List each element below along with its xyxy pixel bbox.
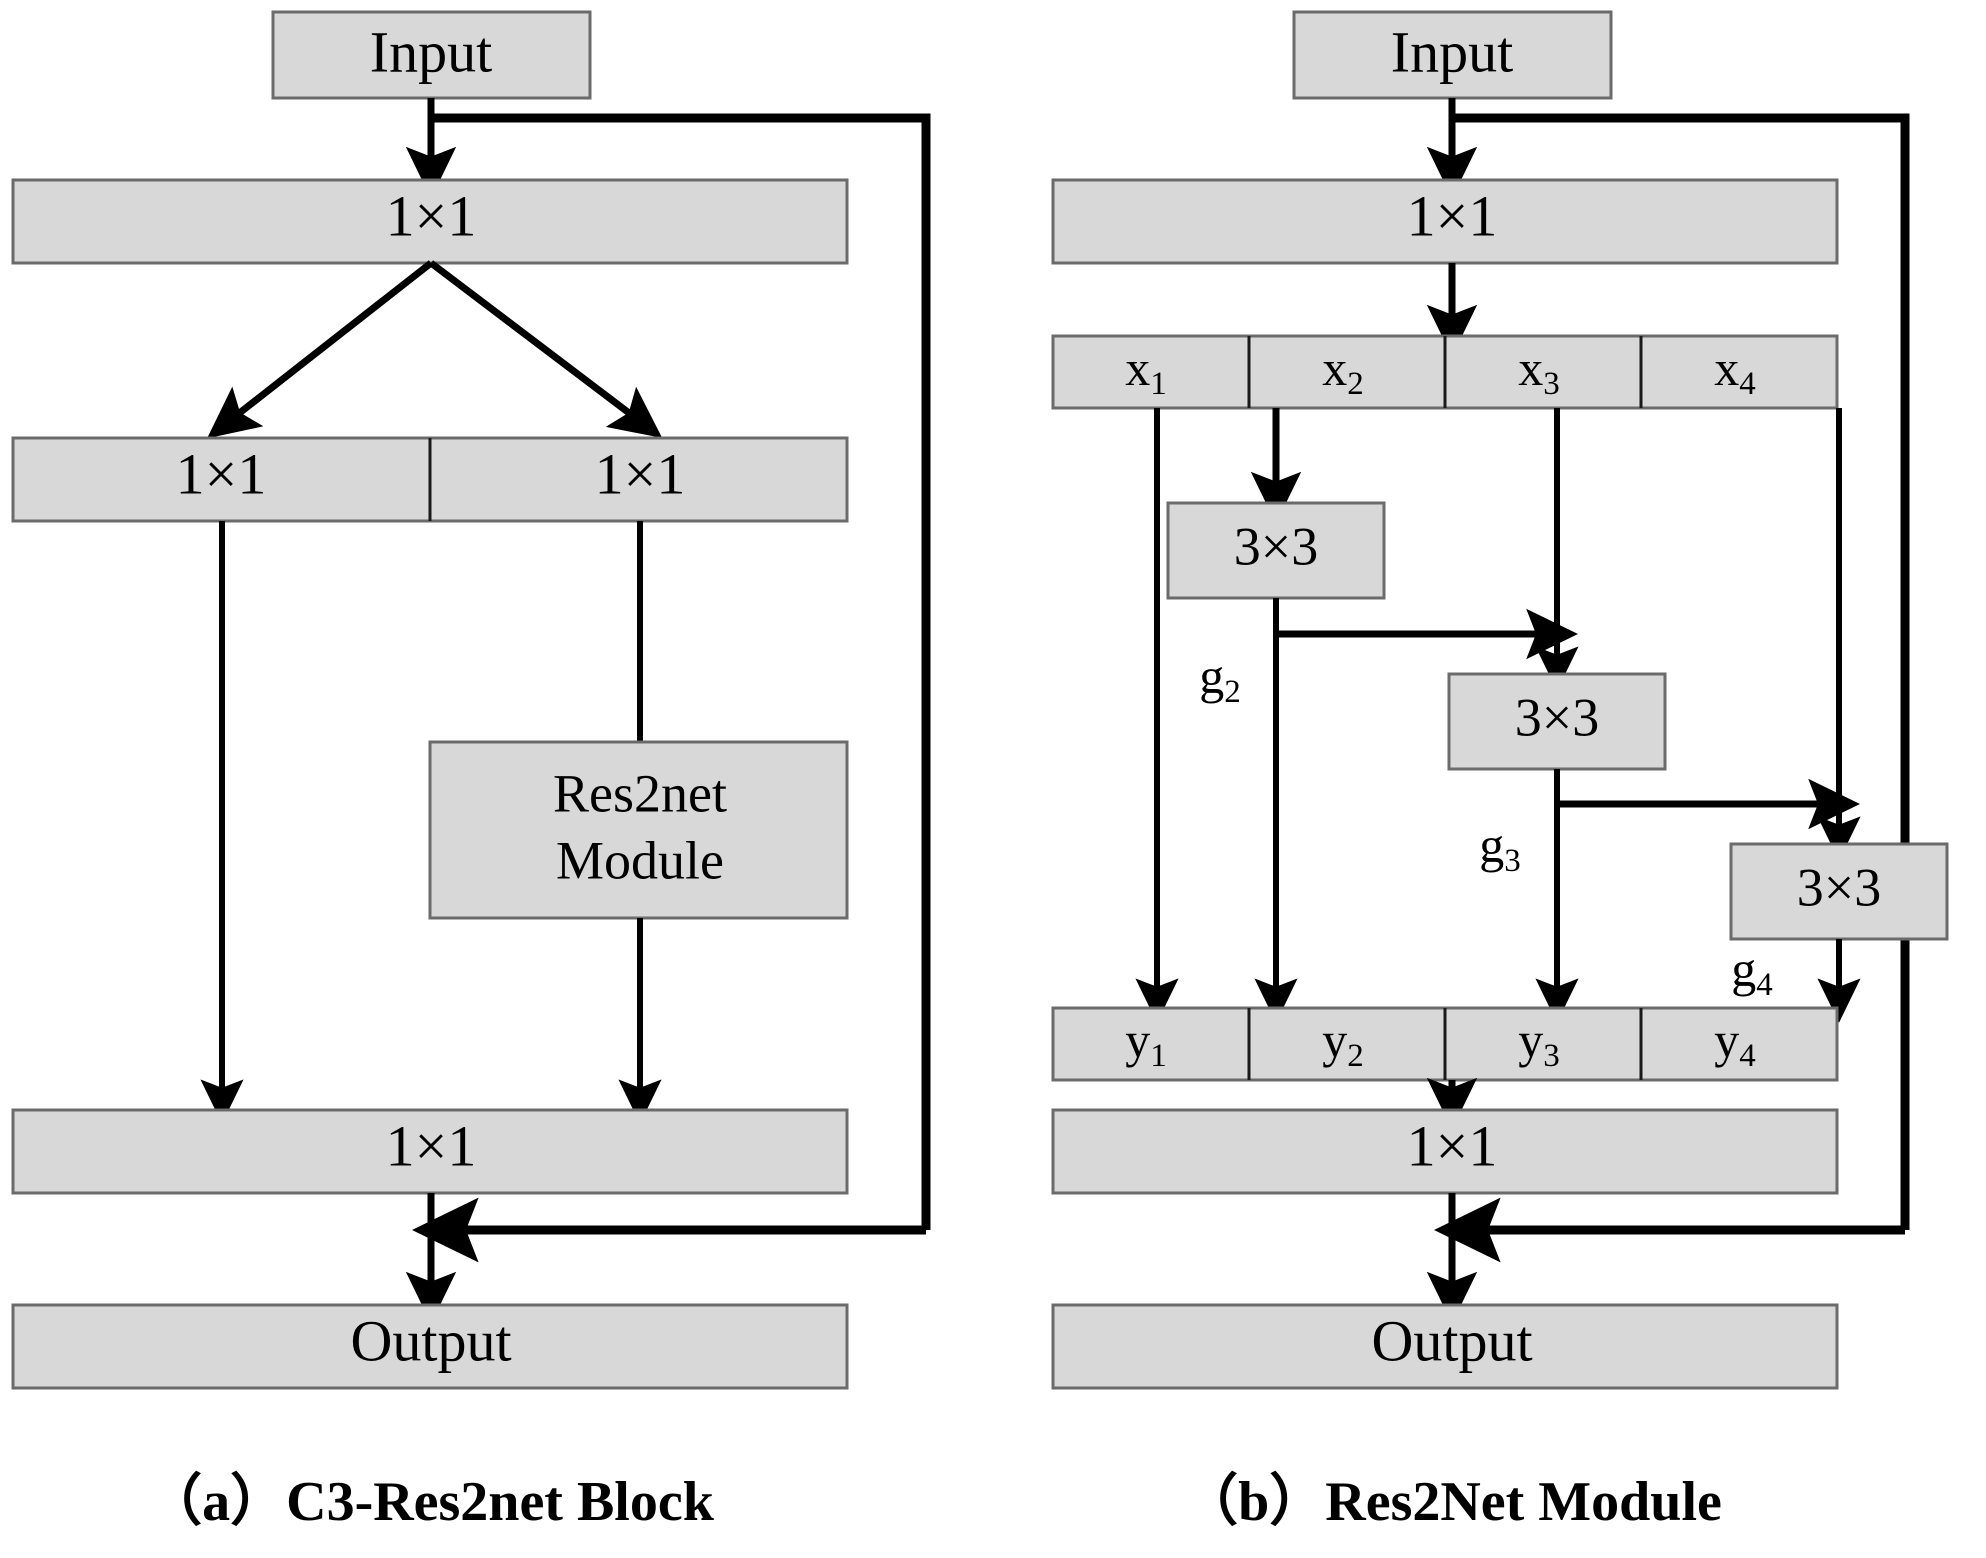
node-input-b-label: Input [1391,19,1513,84]
caption-panel-a: （a）C3-Res2net Block [146,1470,715,1533]
cell-y2: y2 [1322,1012,1364,1073]
node-input-a-label: Input [370,19,492,84]
gate-g4-sub: 4 [1756,967,1773,1003]
gate-label-g2: g2 [1199,648,1241,709]
cell-x4-base: x [1714,340,1739,396]
node-output-b-label: Output [1371,1308,1532,1373]
node-conv-top-a-label: 1×1 [386,183,477,248]
gate-g4-base: g [1731,941,1756,997]
cell-y1-base: y [1125,1012,1150,1068]
edge-split-left-a [207,260,434,439]
gate-label-g4: g4 [1731,941,1773,1002]
node-conv3-2-b-label: 3×3 [1515,687,1599,747]
cell-x2-sub: 2 [1347,366,1364,402]
cell-y3-base: y [1518,1012,1543,1068]
node-output-a[interactable] [11,1303,849,1390]
cell-x4: x4 [1714,340,1756,401]
cell-y3-sub: 3 [1543,1038,1560,1074]
cell-y2-sub: 2 [1347,1038,1364,1074]
node-conv3-1-b[interactable] [1166,501,1386,600]
edge-split-right-a [428,260,663,439]
cell-x1-sub: 1 [1150,366,1167,402]
panel-b: Input 1×1 x1 x2 x3 x4 3×3 [1051,10,1949,1390]
cell-x3-sub: 3 [1543,366,1560,402]
node-conv3-2-b[interactable] [1447,672,1667,771]
node-conv-right-a-label: 1×1 [595,441,686,506]
node-conv-top-a[interactable] [11,178,849,265]
node-conv-top-b-label: 1×1 [1407,183,1498,248]
cell-x2: x2 [1322,340,1364,401]
node-conv-bottom-b[interactable] [1051,1108,1839,1195]
cell-x1: x1 [1125,340,1167,401]
gate-g2-base: g [1199,648,1224,704]
node-conv-left-a-label: 1×1 [176,441,267,506]
node-res2net-module-a-label-line2: Module [556,830,724,890]
node-conv3-3-b[interactable] [1729,842,1949,941]
cell-x3-base: x [1518,340,1543,396]
node-conv-merge-a[interactable] [11,1108,849,1195]
node-res2net-module-a[interactable] [428,740,849,920]
cell-y4-base: y [1714,1012,1739,1068]
cell-y1-sub: 1 [1150,1038,1167,1074]
gate-g3-base: g [1479,817,1504,873]
cell-x2-base: x [1322,340,1347,396]
gate-g3-sub: 3 [1504,843,1521,879]
panel-a: Input 1×1 1×1 1×1 Res2net Module 1×1 Out… [11,10,931,1390]
cell-y1: y1 [1125,1012,1167,1073]
node-conv-merge-a-label: 1×1 [386,1113,477,1178]
cell-y4: y4 [1714,1012,1756,1073]
skip-connection-a [430,113,931,1230]
node-res2net-module-a-label-line1: Res2net [553,763,727,823]
cell-y4-sub: 4 [1739,1038,1756,1074]
caption-panel-b: （b）Res2Net Module [1182,1470,1722,1533]
node-conv3-1-b-label: 3×3 [1234,516,1318,576]
node-output-b[interactable] [1051,1303,1839,1390]
cell-y3: y3 [1518,1012,1560,1073]
node-input-b[interactable] [1292,10,1613,100]
cell-x4-sub: 4 [1739,366,1756,402]
node-conv-top-b[interactable] [1051,178,1839,265]
node-output-a-label: Output [350,1308,511,1373]
gate-label-g3: g3 [1479,817,1521,878]
cell-y2-base: y [1322,1012,1347,1068]
cell-x1-base: x [1125,340,1150,396]
node-conv-bottom-b-label: 1×1 [1407,1113,1498,1178]
gate-g2-sub: 2 [1224,674,1241,710]
node-conv3-3-b-label: 3×3 [1797,857,1881,917]
cell-x3: x3 [1518,340,1560,401]
